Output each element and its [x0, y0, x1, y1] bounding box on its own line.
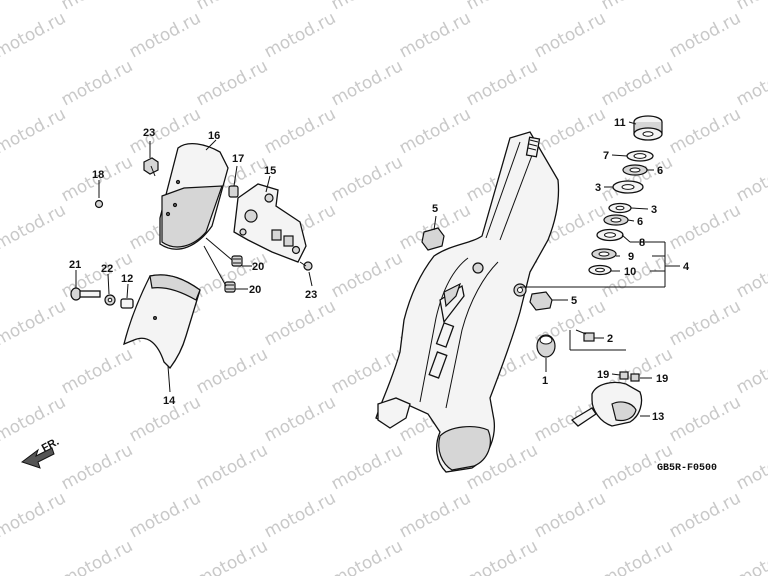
label-part-2: 2 — [607, 333, 613, 345]
label-part-6-lower: 6 — [637, 216, 643, 228]
part-5-bushing-left — [421, 227, 445, 251]
label-part-19-left: 19 — [597, 369, 609, 381]
part-3-cone-lower — [608, 202, 632, 214]
part-5-bushing-right — [529, 291, 553, 311]
part-20-nut-lower — [224, 281, 236, 293]
label-part-16: 16 — [208, 130, 220, 142]
frame-body — [375, 131, 560, 473]
part-23-bolt-lower — [299, 261, 313, 271]
part-19-screw-left — [619, 371, 629, 380]
part-13-steering-lock — [570, 381, 643, 427]
part-10-washer — [588, 264, 612, 276]
part-15-bracket — [233, 183, 307, 263]
part-2-bolt — [575, 329, 595, 342]
part-23-bolt-upper — [143, 157, 159, 177]
label-part-4: 4 — [683, 261, 690, 273]
label-part-22: 22 — [101, 263, 113, 275]
label-part-7: 7 — [603, 150, 609, 162]
label-part-14: 14 — [163, 395, 176, 407]
label-part-3-lower: 3 — [651, 204, 657, 216]
part-12-grommet — [120, 298, 134, 309]
label-part-11: 11 — [614, 117, 626, 129]
label-part-15: 15 — [264, 165, 276, 177]
direction-arrow-icon — [20, 447, 55, 469]
label-part-20-lower: 20 — [249, 284, 261, 296]
label-part-1: 1 — [542, 375, 548, 387]
part-7-race — [626, 150, 654, 162]
label-part-23-lower: 23 — [305, 289, 317, 301]
label-part-10: 10 — [624, 266, 636, 278]
part-19-screw-right — [630, 373, 640, 382]
part-16-inner-cover — [159, 142, 229, 250]
label-part-20-upper: 20 — [252, 261, 264, 273]
part-8-race — [596, 228, 624, 242]
part-3-cone-upper — [612, 180, 644, 194]
diagram-code: GB5R-F0500 — [657, 463, 717, 474]
part-22-washer — [104, 294, 116, 306]
label-part-12: 12 — [121, 273, 133, 285]
label-part-5-right: 5 — [571, 295, 577, 307]
leader-lines — [75, 121, 680, 417]
label-part-9: 9 — [628, 251, 634, 263]
label-part-13: 13 — [652, 411, 664, 423]
label-part-21: 21 — [69, 259, 81, 271]
callout-labels: 16 17 15 23 18 20 20 23 21 22 12 14 5 5 … — [69, 117, 690, 423]
label-part-18: 18 — [92, 169, 104, 181]
label-part-5-left: 5 — [432, 203, 438, 215]
part-11-top-nut — [633, 115, 663, 141]
part-17-clip — [228, 185, 239, 198]
label-part-3-upper: 3 — [595, 182, 601, 194]
part-9-seal — [591, 248, 617, 260]
part-14-lower-shield — [123, 274, 201, 369]
label-part-19-right: 19 — [656, 373, 668, 385]
label-part-17: 17 — [232, 153, 244, 165]
part-6-bearing-upper — [622, 164, 648, 176]
part-20-nut-upper — [231, 255, 243, 267]
part-6-bearing-lower — [603, 214, 629, 226]
label-part-6-upper: 6 — [657, 165, 663, 177]
part-21-bolt — [70, 287, 101, 301]
label-part-8: 8 — [639, 237, 645, 249]
part-1-bushing — [536, 334, 556, 358]
label-part-23-upper: 23 — [143, 127, 155, 139]
